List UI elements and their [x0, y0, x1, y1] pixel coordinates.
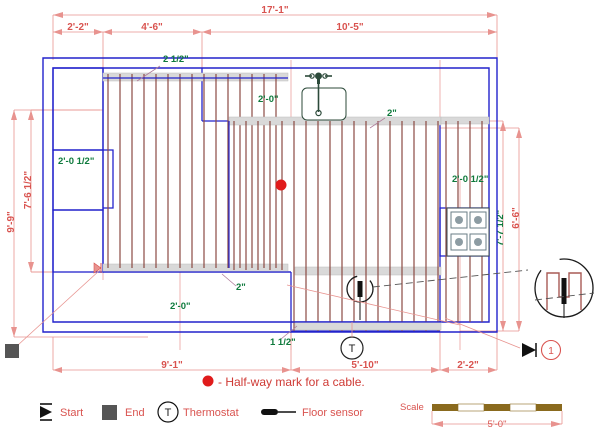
dim-bottom-seg-2: 5'-10": [351, 360, 378, 371]
legend-item-start: Start: [40, 403, 83, 421]
dim-right-inner: 7'-7 1/2": [495, 210, 506, 246]
sink-fixture: [301, 72, 347, 121]
detail-callout-1[interactable]: 1: [522, 339, 562, 361]
start-end-leader: [17, 269, 101, 346]
legend-label-end: End: [125, 407, 145, 419]
dim-right-outer: 6'-6": [511, 207, 522, 229]
legend-thermostat-glyph: T: [165, 407, 172, 419]
thermostat-icon: [157, 401, 179, 423]
dimension-lines-bottom: [52, 300, 498, 371]
legend-halfway-dot: [202, 375, 214, 387]
legend-item-floor-sensor: Floor sensor: [261, 407, 363, 419]
legend-label-thermostat: Thermostat: [183, 407, 239, 419]
scale-value: 5'-0": [488, 419, 507, 430]
scale-label: Scale: [400, 402, 424, 413]
dim-top-seg-1: 2'-2": [67, 22, 89, 33]
cable-field-right: [228, 116, 442, 331]
callout-2ft-bottom: 2'-0": [170, 301, 191, 312]
legend-label-start: Start: [60, 407, 83, 419]
dim-left-outer: 9'-9": [6, 211, 17, 233]
floor-sensor-detail-circle: [346, 275, 374, 320]
stove-fixture: [446, 207, 490, 257]
thermostat-glyph: T: [349, 343, 356, 355]
walls-outer: [42, 57, 498, 333]
callout-2in-top: 2": [387, 108, 397, 119]
end-square-icon: [102, 405, 117, 420]
dimension-arrows-top: [53, 12, 497, 35]
callout-leaders: [136, 65, 386, 340]
field-boundaries: [103, 77, 441, 323]
detail-callout-leader: [444, 317, 521, 349]
dimension-arrows-bottom: [53, 367, 497, 373]
floor-sensor-icon: [261, 409, 278, 415]
cable-end-marker: [5, 344, 19, 358]
dim-bottom-seg-3: 2'-2": [457, 360, 479, 371]
legend-label-floor-sensor: Floor sensor: [302, 407, 363, 419]
legend-item-thermostat: T Thermostat: [157, 401, 239, 423]
callout-2ft-0-5-left: 2'-0 1/2": [58, 156, 94, 167]
walls-inner: [52, 67, 490, 323]
detail-bubble-1: [534, 258, 595, 318]
dimension-arrows-right: [500, 121, 522, 331]
callout-1-1-2: 1 1/2": [270, 337, 296, 348]
legend-note-text: - Half-way mark for a cable.: [218, 375, 365, 389]
dim-left-inner: 7'-6 1/2": [23, 171, 34, 210]
detail-callout-leader-2: [286, 284, 461, 326]
callout-2ft-0-5-right: 2'-0 1/2": [452, 174, 488, 185]
callout-2ft-top: 2'-0": [258, 94, 279, 105]
dimension-arrows-left: [11, 110, 34, 337]
legend-note: - Half-way mark for a cable.: [202, 375, 365, 389]
cabinet-outlines: [52, 67, 490, 332]
dimension-lines-left: [13, 109, 148, 338]
callout-2-1-2: 2 1/2": [163, 54, 189, 65]
half-way-mark-dot: [275, 179, 287, 191]
detail-leader-dashed: [372, 269, 529, 288]
dim-top-total: 17'-1": [261, 5, 288, 16]
detail-callout-number: 1: [548, 346, 554, 357]
dim-top-seg-2: 4'-6": [141, 22, 163, 33]
scale-bar-segments: [432, 403, 562, 412]
dim-bottom-seg-1: 9'-1": [161, 360, 183, 371]
cable-start-marker: [93, 262, 102, 274]
legend-item-end: End: [102, 405, 145, 420]
dimension-lines-top: [52, 14, 498, 75]
dim-top-seg-3: 10'-5": [336, 22, 363, 33]
callout-2in-bottom: 2": [236, 282, 246, 293]
scale-bar: Scale 5'-0": [400, 402, 563, 430]
thermostat-marker: T: [340, 336, 364, 360]
